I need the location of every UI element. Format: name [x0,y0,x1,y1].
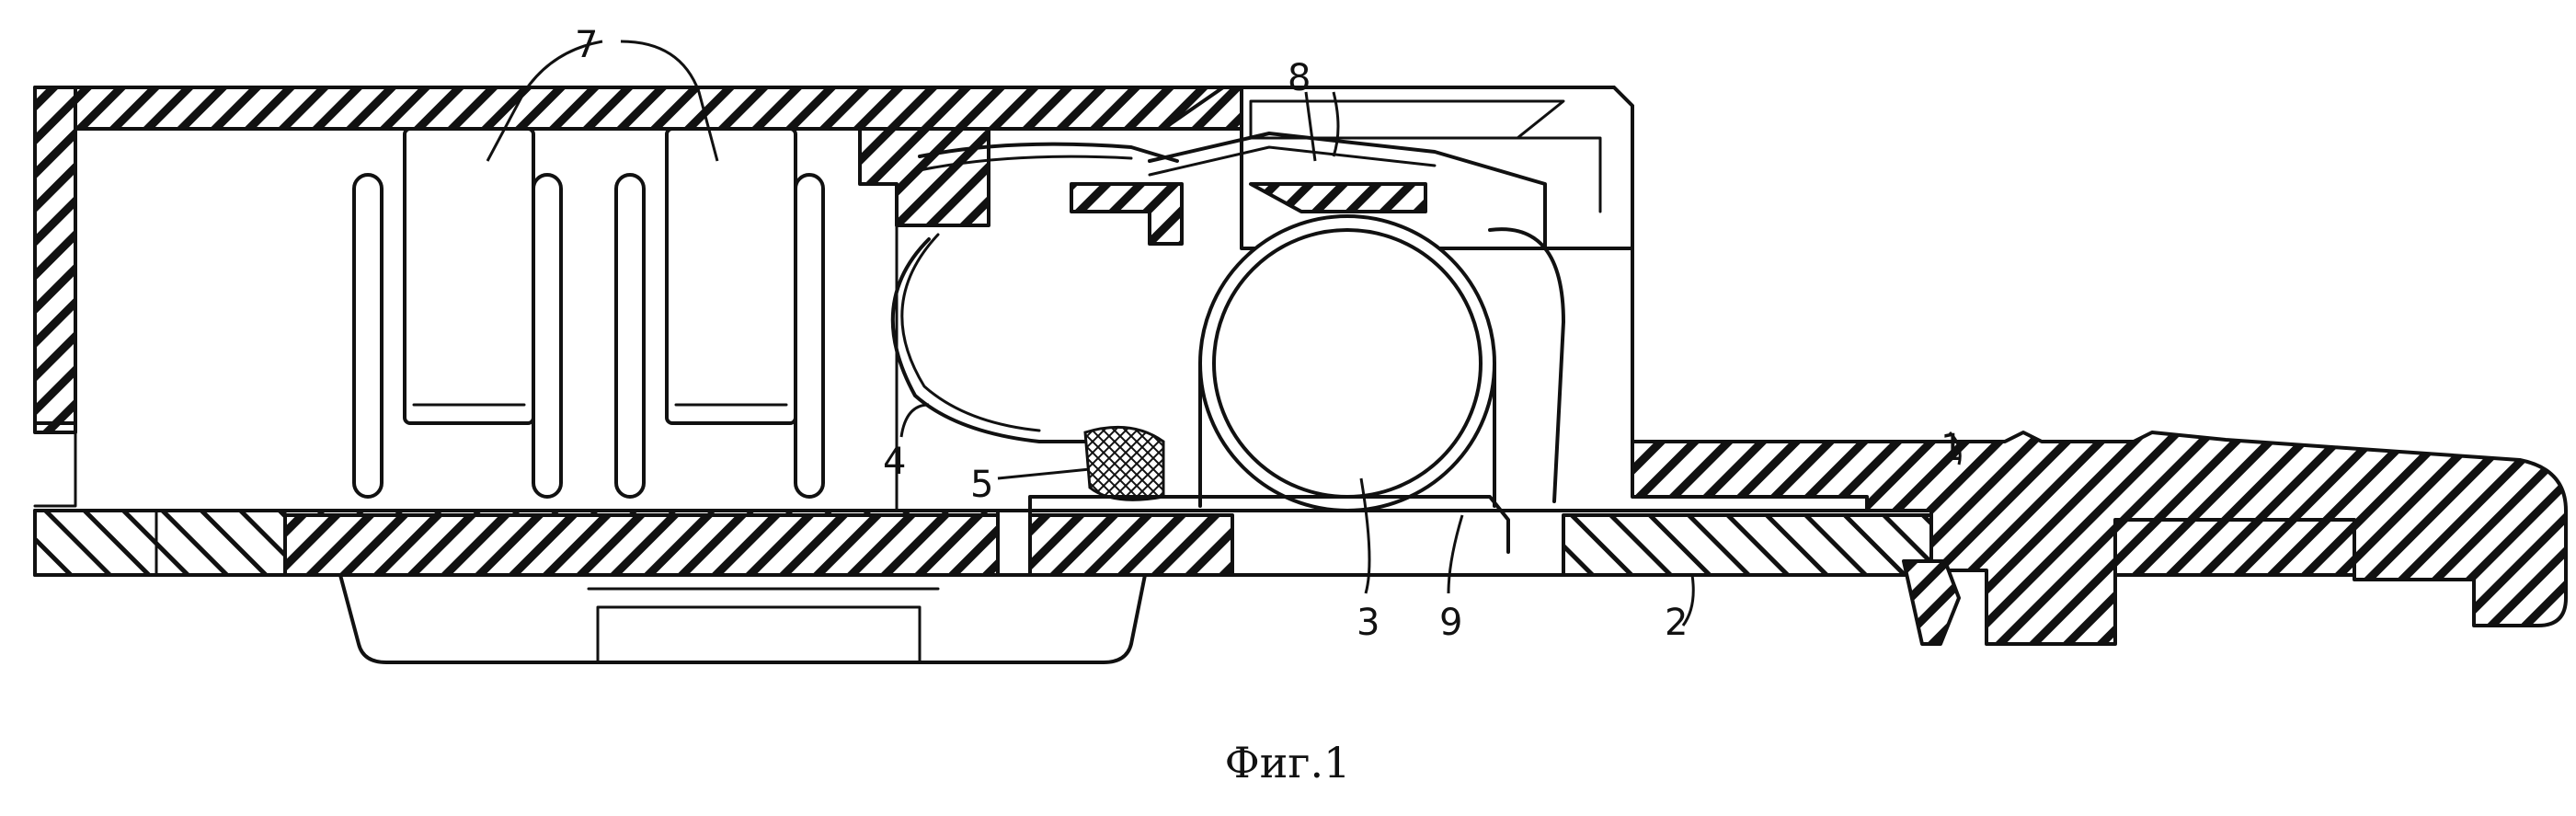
label-9: 9 [1439,602,1462,644]
seal [1085,427,1163,500]
label-1: 1 [1941,427,1963,469]
base-plate [35,511,1931,575]
label-7: 7 [575,24,598,66]
label-4: 4 [883,441,906,483]
label-3: 3 [1357,602,1380,644]
label-8: 8 [1288,57,1311,99]
right-body [1563,248,2566,644]
base-foot [340,575,1145,662]
left-wall [35,87,75,506]
cylinder [1200,216,1494,511]
label-5: 5 [970,464,993,506]
label-2: 2 [1665,602,1688,644]
spring-contacts [354,129,823,497]
figure-caption: Фиг.1 [1225,738,1351,787]
